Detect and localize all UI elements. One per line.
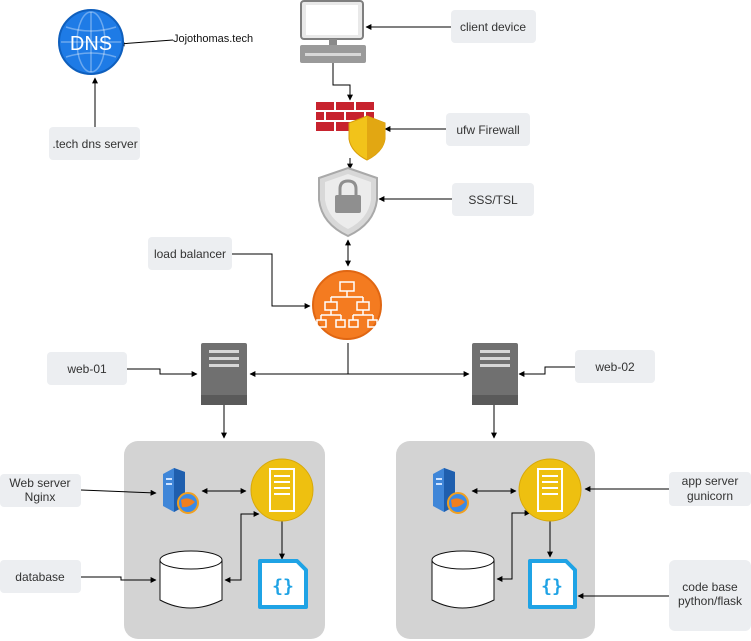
svg-text:Nginx: Nginx bbox=[25, 490, 56, 504]
shield-icon bbox=[348, 115, 386, 161]
app-server-icon-2 bbox=[518, 458, 582, 522]
label-load-balancer: load balancer bbox=[148, 237, 232, 270]
code-file-icon-2: {} bbox=[528, 559, 577, 609]
svg-text:DNS: DNS bbox=[70, 33, 112, 55]
label-app-server: app server gunicorn bbox=[669, 472, 751, 506]
label-client-device: client device bbox=[451, 10, 536, 43]
svg-text:SSS/TSL: SSS/TSL bbox=[468, 193, 518, 207]
lock-icon bbox=[318, 166, 378, 238]
hierarchy-icon bbox=[312, 270, 382, 340]
svg-text:database: database bbox=[15, 570, 65, 584]
code-file-icon-1: {} bbox=[258, 559, 308, 609]
database-icon-2 bbox=[431, 550, 495, 609]
svg-text:Web server: Web server bbox=[9, 476, 70, 490]
label-ssl: SSS/TSL bbox=[452, 183, 534, 216]
svg-text:app server: app server bbox=[682, 474, 739, 488]
svg-text:.tech dns server: .tech dns server bbox=[52, 137, 137, 151]
globe-icon: DNS bbox=[58, 9, 124, 75]
label-database: database bbox=[0, 560, 81, 593]
svg-text:ufw Firewall: ufw Firewall bbox=[456, 123, 519, 137]
database-icon-1 bbox=[159, 550, 223, 609]
label-web-server: Web server Nginx bbox=[0, 474, 81, 507]
label-code-base: code base python/flask bbox=[669, 560, 751, 631]
svg-text:web-01: web-01 bbox=[66, 362, 107, 376]
svg-text:python/flask: python/flask bbox=[678, 594, 743, 608]
connectors bbox=[80, 24, 669, 599]
web-server-icon-2 bbox=[433, 468, 469, 514]
domain-label: Jojothomas.tech bbox=[173, 33, 253, 45]
server-icon-web-01 bbox=[201, 343, 247, 405]
label-dns-server: .tech dns server bbox=[49, 127, 140, 160]
web-server-icon-1 bbox=[163, 468, 199, 514]
svg-text:code base: code base bbox=[682, 580, 738, 594]
svg-text:gunicorn: gunicorn bbox=[687, 489, 733, 503]
monitor-icon bbox=[300, 0, 366, 63]
svg-text:{}: {} bbox=[272, 576, 294, 597]
label-firewall: ufw Firewall bbox=[446, 113, 530, 146]
label-web-01: web-01 bbox=[47, 352, 127, 385]
server-icon-web-02 bbox=[472, 343, 518, 405]
svg-text:web-02: web-02 bbox=[594, 360, 635, 374]
label-web-02: web-02 bbox=[575, 350, 655, 383]
svg-text:{}: {} bbox=[541, 576, 563, 597]
svg-text:client device: client device bbox=[460, 20, 526, 34]
app-server-icon-1 bbox=[250, 458, 314, 522]
svg-text:load balancer: load balancer bbox=[154, 247, 226, 261]
